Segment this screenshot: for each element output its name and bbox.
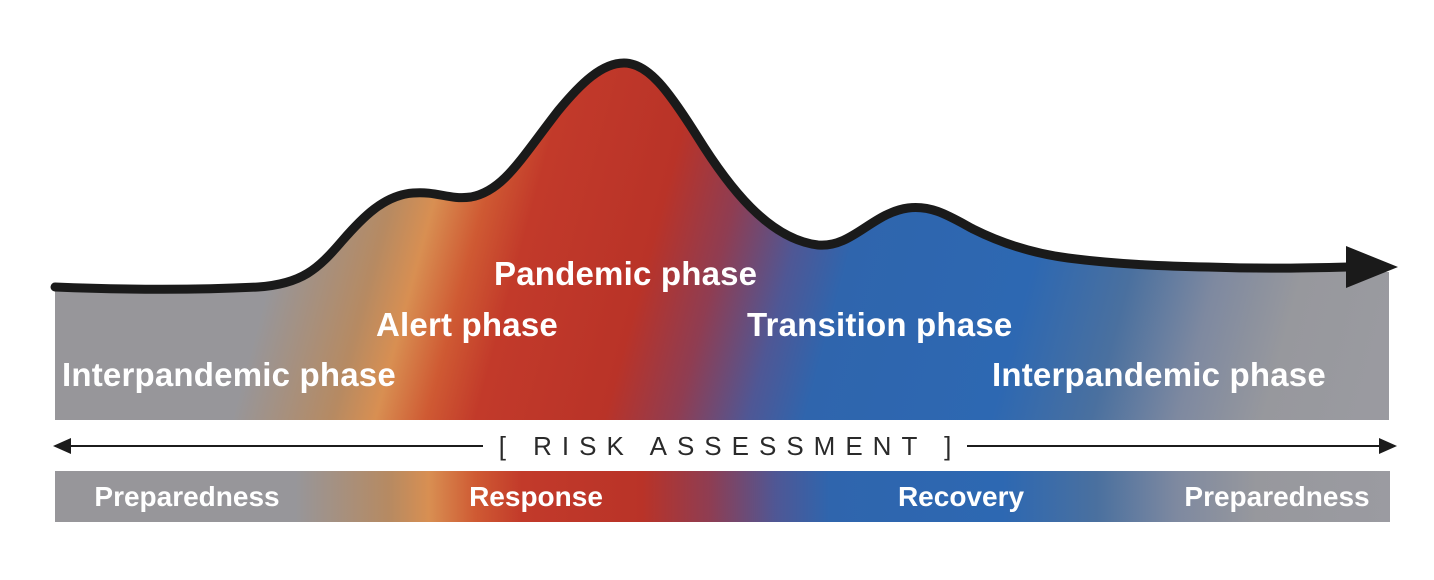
bar-label-recovery: Recovery — [897, 481, 1025, 512]
bar-label-response: Response — [469, 481, 603, 512]
risk-axis-left-segment — [53, 438, 483, 454]
epidemic-curve-line — [50, 58, 1353, 294]
bar-label-preparedness-right: Preparedness — [1184, 481, 1370, 512]
bar-label-preparedness-left: Preparedness — [94, 481, 280, 512]
phase-label-interpandemic-right: Interpandemic phase — [992, 356, 1326, 393]
risk-axis-right-segment — [967, 438, 1398, 454]
phase-label-interpandemic-left: Interpandemic phase — [62, 356, 396, 393]
phase-label-transition: Transition phase — [747, 306, 1013, 343]
risk-assessment-axis: [ RISK ASSESSMENT ] — [53, 430, 1398, 461]
risk-assessment-label: [ RISK ASSESSMENT ] — [498, 430, 962, 461]
phase-label-pandemic: Pandemic phase — [494, 255, 758, 292]
left-arrow-icon — [53, 438, 71, 454]
action-bar: Preparedness Response Recovery Preparedn… — [55, 471, 1390, 522]
phase-gradient-band — [55, 64, 1389, 420]
curve-arrowhead-icon — [1346, 246, 1398, 288]
right-arrow-icon — [1379, 438, 1398, 454]
phase-label-alert: Alert phase — [376, 306, 558, 343]
